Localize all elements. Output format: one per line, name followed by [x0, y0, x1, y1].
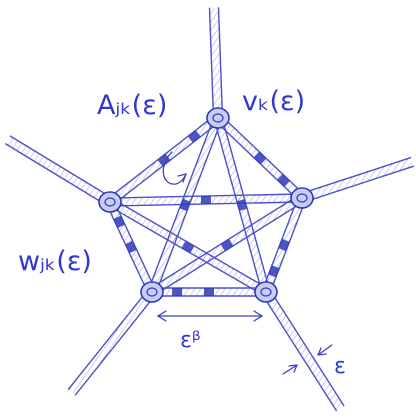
- edge-band: [200, 195, 212, 205]
- edge-band: [113, 215, 125, 229]
- junction-core: [104, 197, 116, 207]
- edge-band: [204, 288, 214, 296]
- edge-band: [172, 288, 183, 296]
- w-jk-label: wⱼₖ(ε): [18, 246, 92, 277]
- width-arrow-left-head-icon: [156, 310, 167, 322]
- eps-beta-label: εᵝ: [180, 328, 201, 353]
- edge-band: [181, 241, 195, 253]
- edge-band: [268, 265, 280, 278]
- thickness-arrow-lower-icon: [282, 364, 298, 375]
- edge-band: [253, 151, 267, 165]
- outer-leg-tube: [208, 7, 224, 119]
- edge-band: [278, 238, 290, 252]
- thickness-arrow-upper-icon: [317, 344, 333, 356]
- outer-leg-tube: [4, 135, 114, 207]
- edge-band: [277, 174, 290, 187]
- eps-label: ε: [334, 354, 346, 379]
- v-k-label: vₖ(ε): [242, 86, 306, 117]
- outer-leg-tube: [299, 157, 415, 203]
- edge-band: [220, 238, 234, 252]
- outer-leg-tube: [261, 288, 345, 412]
- junction-node: [254, 281, 278, 303]
- edge-band: [179, 198, 191, 212]
- junction-node: [140, 281, 164, 303]
- width-arrow-right-head-icon: [253, 310, 264, 322]
- junction-node: [98, 191, 122, 213]
- junction-core: [296, 193, 308, 203]
- edge-band: [125, 240, 137, 254]
- junction-core: [146, 287, 158, 297]
- curved-arrow-head-icon: [177, 173, 188, 183]
- a-jk-label: Aⱼₖ(ε): [97, 90, 168, 121]
- outer-leg-tube: [67, 288, 157, 396]
- tube-edges: [4, 7, 415, 412]
- edge-band: [236, 199, 248, 211]
- edge-band: [187, 130, 201, 143]
- junction-core: [212, 113, 224, 123]
- junction-node: [290, 187, 314, 209]
- junction-nodes: [98, 107, 314, 303]
- junction-node: [206, 107, 230, 129]
- junction-core: [260, 287, 272, 297]
